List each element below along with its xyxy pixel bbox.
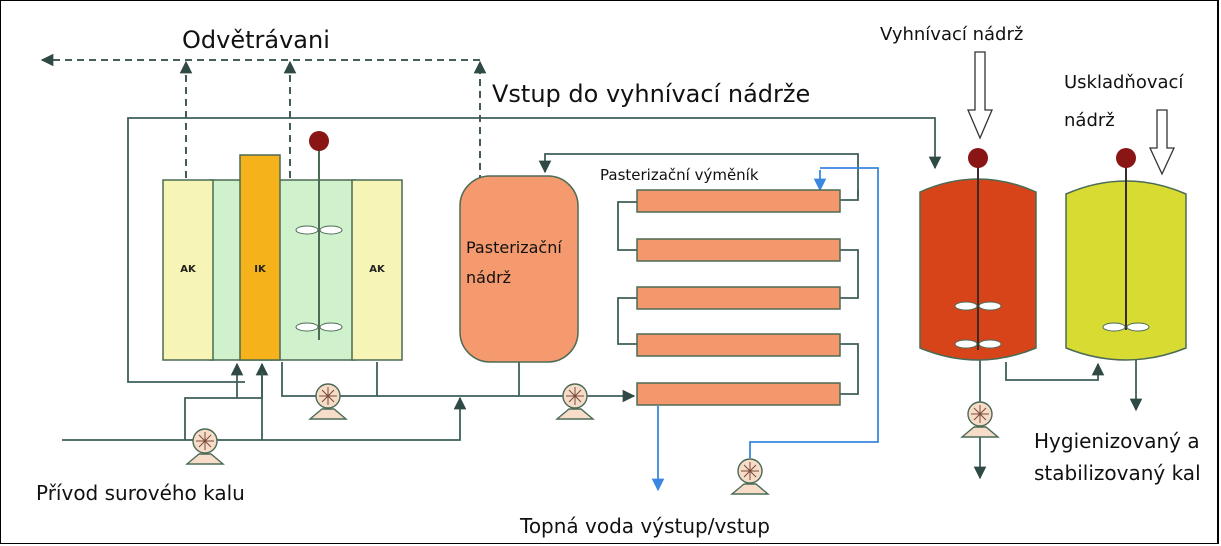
storage-tank — [1065, 148, 1187, 361]
storage-motor-icon — [1116, 148, 1136, 168]
pasteurization-exchanger — [636, 189, 841, 406]
pumps — [185, 383, 1000, 495]
digester-inlet-label: Vstup do vyhnívací nádrže — [492, 80, 810, 108]
storage-blade-icon — [1102, 322, 1150, 332]
pump-icon — [185, 428, 225, 465]
pasteurization-tank: Pasterizační nádrž — [459, 175, 579, 363]
ventilation-lines — [40, 53, 487, 182]
ak-chamber-right — [351, 179, 403, 361]
output-label-2: stabilizovaný kal — [1034, 461, 1201, 485]
raw-sludge-label: Přívod surového kalu — [36, 481, 245, 505]
digester-tank — [919, 148, 1037, 361]
reactor-vessel — [209, 179, 356, 361]
digester-motor-icon — [968, 148, 988, 168]
pump-icon — [960, 401, 1000, 438]
exchanger-label: Pasterizační výměník — [600, 166, 759, 184]
digester-inflow-arrow-icon — [967, 51, 993, 140]
digester-blade-icon — [954, 301, 1002, 349]
pasteur-tank-label-1: Pasterizační — [466, 238, 562, 257]
mixer-motor-icon — [309, 131, 329, 151]
ak-chamber-left — [162, 179, 214, 361]
heating-water-lines — [651, 167, 879, 492]
pump-icon — [555, 383, 595, 420]
ik-label: IK — [254, 264, 267, 275]
pump-icon — [308, 383, 348, 420]
mixer-blade-icon — [295, 225, 343, 332]
storage-tank-label-1: Uskladňovací — [1064, 72, 1184, 93]
digester-tank-label: Vyhnívací nádrž — [880, 24, 1023, 45]
pasteur-tank-label-2: nádrž — [466, 268, 511, 287]
pump-icon — [730, 458, 770, 495]
inflow-arrow-icons — [967, 51, 1176, 176]
storage-inflow-arrow-icon — [1148, 109, 1176, 176]
ik-chamber — [239, 154, 281, 361]
ak-right-label: AK — [369, 264, 386, 275]
sludge-pipes — [62, 117, 1143, 480]
heating-water-label: Topná voda výstup/vstup — [519, 514, 770, 538]
reactor-block: AK IK AK — [162, 131, 403, 361]
ventilation-label: Odvětrávani — [182, 26, 330, 54]
ak-left-label: AK — [180, 264, 197, 275]
storage-tank-label-2: nádrž — [1064, 110, 1115, 131]
output-label-1: Hygienizovaný a — [1034, 429, 1200, 453]
